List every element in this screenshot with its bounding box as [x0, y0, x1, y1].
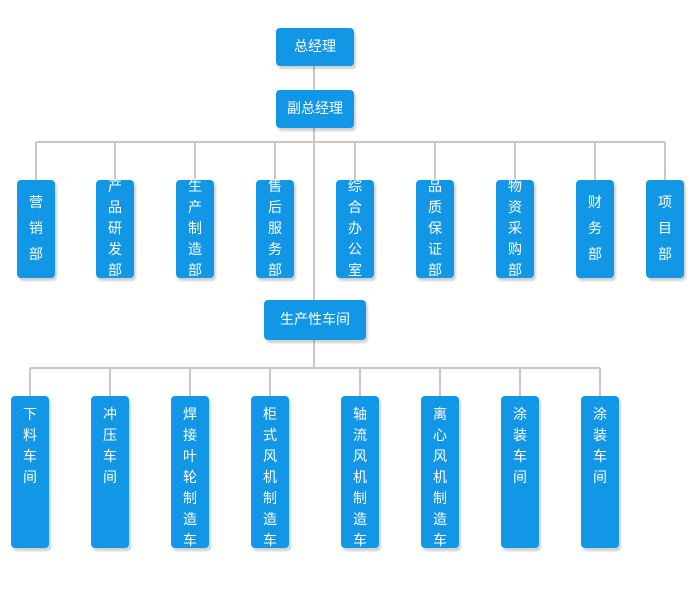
workshop-node-coating-1: 涂装车间 [501, 396, 539, 548]
production-node: 生产性车间 [264, 300, 366, 340]
dept-label: 综合办公室 [348, 178, 362, 279]
dept-node-admin-office: 综合办公室 [336, 179, 374, 279]
dept-node-after-sales: 售后服务部 [256, 179, 294, 279]
dept-node-quality: 品质保证部 [416, 179, 454, 279]
workshop-label: 轴流风机制造车间 [353, 407, 367, 570]
dept-label: 生产制造部 [188, 178, 202, 279]
workshop-node-centrifugal-fan: 离心风机制造车间 [421, 396, 459, 570]
dept-node-projects: 项目部 [646, 180, 684, 278]
dept-node-procurement: 物资采购部 [496, 179, 534, 279]
dept-label: 物资采购部 [508, 178, 522, 279]
dept-node-manufacturing: 生产制造部 [176, 179, 214, 279]
workshop-label: 离心风机制造车间 [433, 407, 447, 570]
dept-label: 售后服务部 [268, 178, 282, 279]
workshop-label: 涂装车间 [593, 407, 607, 486]
workshop-label: 涂装车间 [513, 407, 527, 486]
dept-label: 财务部 [588, 195, 602, 263]
workshop-label: 下料车间 [23, 407, 37, 486]
dept-label: 产品研发部 [108, 178, 122, 279]
workshop-label: 焊接叶轮制造车间 [183, 407, 197, 570]
deputy-node: 副总经理 [276, 90, 354, 128]
ceo-label: 总经理 [294, 38, 336, 55]
workshop-label: 冲压车间 [103, 407, 117, 486]
dept-node-rnd: 产品研发部 [96, 179, 134, 279]
production-label: 生产性车间 [280, 311, 350, 328]
workshop-node-cutting: 下料车间 [11, 396, 49, 548]
workshop-node-axial-fan: 轴流风机制造车间 [341, 396, 379, 570]
deputy-label: 副总经理 [287, 100, 343, 117]
workshop-node-stamping: 冲压车间 [91, 396, 129, 548]
workshop-node-coating-2: 涂装车间 [581, 396, 619, 548]
dept-label: 营销部 [29, 195, 43, 263]
workshop-node-cabinet-fan: 柜式风机制造车间 [251, 396, 289, 570]
dept-node-sales: 营销部 [17, 180, 55, 278]
ceo-node: 总经理 [276, 28, 354, 66]
workshop-node-impeller: 焊接叶轮制造车间 [171, 396, 209, 570]
dept-label: 项目部 [658, 195, 672, 263]
dept-label: 品质保证部 [428, 178, 442, 279]
workshop-label: 柜式风机制造车间 [263, 407, 277, 570]
dept-node-finance: 财务部 [576, 180, 614, 278]
